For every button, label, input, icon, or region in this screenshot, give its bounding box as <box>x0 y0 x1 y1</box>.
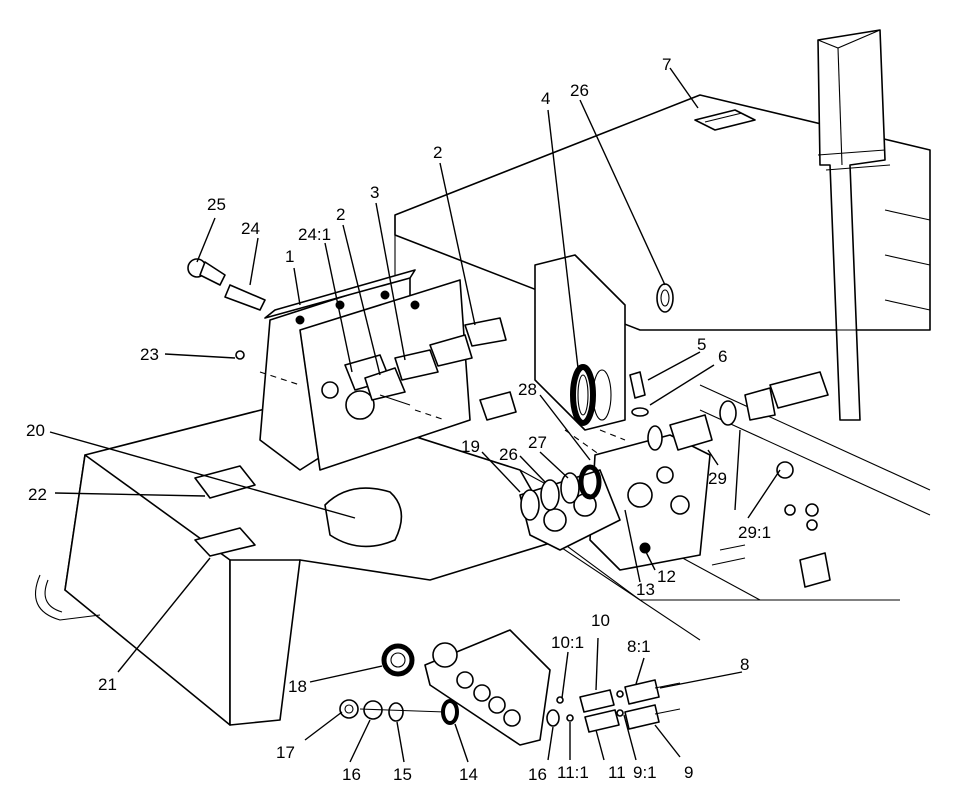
callout-19: 19 <box>461 437 480 456</box>
callout-labels: 1 2 2 3 4 5 6 7 8 8:1 9 9:1 10 10:1 11 1… <box>26 55 771 784</box>
callout-26: 26 <box>499 445 518 464</box>
callout-11: 11 <box>608 763 626 782</box>
callout-18: 18 <box>288 677 307 696</box>
callout-25: 25 <box>207 195 226 214</box>
callout-12: 12 <box>657 567 676 586</box>
callout-2: 2 <box>433 143 442 162</box>
callout-22: 22 <box>28 485 47 504</box>
callout-9-1: 9:1 <box>633 763 657 782</box>
seal-parts <box>520 283 674 521</box>
callout-1: 1 <box>285 247 294 266</box>
callout-14: 14 <box>459 765 478 784</box>
callout-20: 20 <box>26 421 45 440</box>
right-fittings <box>629 371 831 588</box>
bottom-bolts <box>546 679 681 733</box>
part-7-plate <box>694 109 756 131</box>
callout-8: 8 <box>740 655 749 674</box>
callout-27: 27 <box>528 433 547 452</box>
callout-5: 5 <box>697 335 706 354</box>
callout-3: 3 <box>370 183 379 202</box>
main-frame <box>394 29 931 641</box>
callout-9: 9 <box>684 763 693 782</box>
callout-2: 2 <box>336 205 345 224</box>
valve-fittings <box>344 317 517 421</box>
leader-lines <box>49 67 781 763</box>
callout-10: 10 <box>591 611 610 630</box>
callout-21: 21 <box>98 675 117 694</box>
callout-24: 24 <box>241 219 260 238</box>
callout-16: 16 <box>342 765 361 784</box>
callout-17: 17 <box>276 743 295 762</box>
callout-7: 7 <box>662 55 671 74</box>
callout-28: 28 <box>518 380 537 399</box>
callout-11-1: 11:1 <box>557 763 589 782</box>
bottom-guard-plate <box>339 629 551 746</box>
callout-29-1: 29:1 <box>738 523 771 542</box>
callout-23: 23 <box>140 345 159 364</box>
callout-24-1: 24:1 <box>298 225 331 244</box>
callout-4: 4 <box>541 89 550 108</box>
callout-6: 6 <box>718 347 727 366</box>
callout-13: 13 <box>636 580 655 599</box>
callout-16: 16 <box>528 765 547 784</box>
callout-8-1: 8:1 <box>627 637 651 656</box>
callout-15: 15 <box>393 765 412 784</box>
callout-10-1: 10:1 <box>551 633 584 652</box>
part-24-25-fitting <box>187 258 266 360</box>
callout-29: 29 <box>708 469 727 488</box>
callout-26: 26 <box>570 81 589 100</box>
